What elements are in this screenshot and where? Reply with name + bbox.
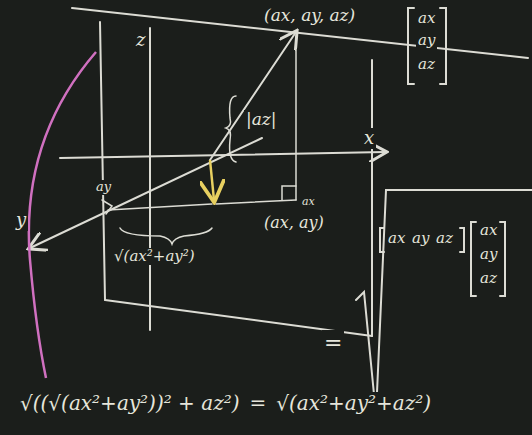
chalk-label: y bbox=[14, 210, 28, 231]
bracket bbox=[500, 222, 505, 296]
projection-vector bbox=[210, 160, 214, 200]
brace bbox=[226, 96, 236, 162]
plane-edge bbox=[371, 60, 373, 336]
bracket bbox=[380, 228, 384, 252]
vector-arrow bbox=[210, 32, 296, 160]
pink-arc bbox=[29, 52, 96, 378]
y-axis bbox=[30, 138, 262, 248]
right-angle bbox=[282, 186, 296, 200]
sqrt-sign bbox=[356, 190, 532, 415]
chalk-label: (ax, ay, az) bbox=[262, 6, 357, 26]
chalk-label: ax bbox=[300, 196, 317, 209]
bracket bbox=[471, 222, 476, 296]
chalk-label: z bbox=[134, 30, 147, 51]
chalk-label: = bbox=[322, 330, 344, 355]
chalk-label: √((√(ax²+ay²))² + az²) bbox=[18, 392, 242, 415]
chalk-label: az bbox=[478, 270, 499, 287]
right-angle bbox=[102, 200, 112, 214]
chalk-label: ay bbox=[94, 180, 113, 195]
chalk-label: az bbox=[416, 56, 437, 73]
chalk-label: √(ax²+ay²) bbox=[112, 248, 197, 265]
bracket bbox=[440, 8, 446, 84]
chalk-label: x bbox=[362, 128, 376, 149]
chalk-label: az bbox=[434, 230, 455, 247]
bracket bbox=[408, 8, 414, 84]
projection-line bbox=[216, 200, 296, 204]
chalk-label: ax bbox=[386, 230, 407, 247]
projection-line bbox=[295, 36, 297, 200]
chalk-label: ax bbox=[478, 222, 499, 239]
chalk-label: ay bbox=[416, 32, 437, 49]
chalk-label: ax bbox=[416, 10, 437, 27]
z-axis bbox=[149, 28, 151, 330]
chalk-label: √(ax²+ay²+az²) bbox=[274, 392, 433, 415]
projection-line bbox=[108, 204, 212, 210]
plane-edge bbox=[100, 22, 105, 300]
chalk-label: |az| bbox=[244, 110, 279, 130]
chalk-label: ay bbox=[410, 230, 431, 247]
chalk-label: = bbox=[248, 392, 269, 415]
chalk-label: (ax, ay) bbox=[262, 214, 326, 232]
chalk-label: ay bbox=[478, 246, 499, 263]
brace bbox=[120, 228, 212, 244]
bracket bbox=[460, 228, 464, 252]
